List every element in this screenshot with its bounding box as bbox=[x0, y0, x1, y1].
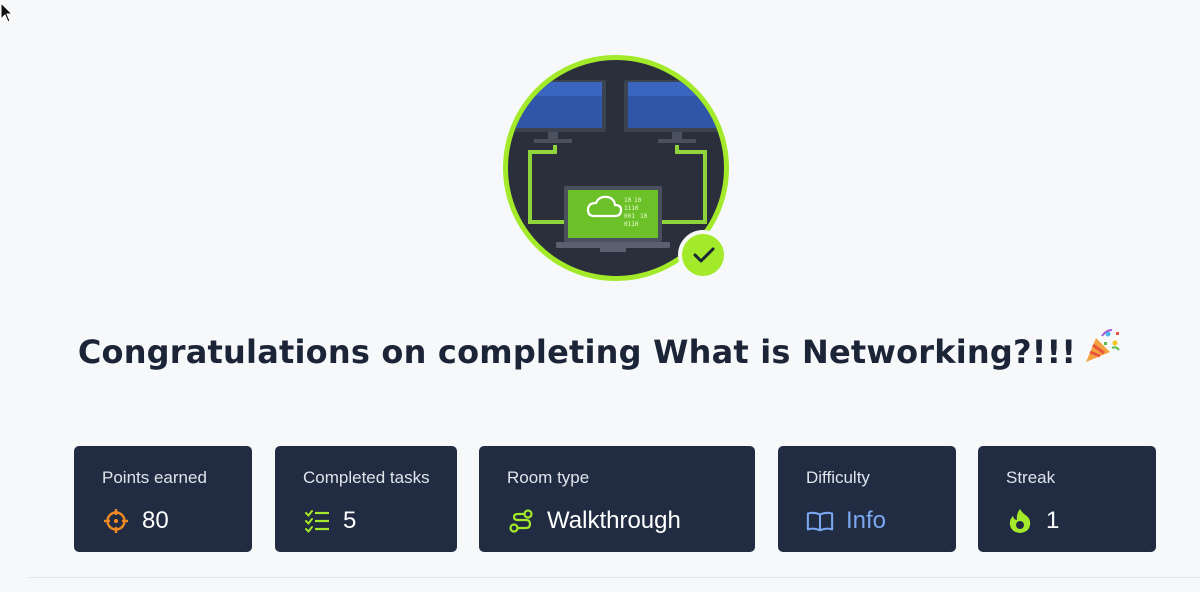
room-badge: 10 10 1110 001 0110 10 bbox=[500, 52, 732, 284]
svg-text:1110: 1110 bbox=[624, 205, 639, 212]
book-icon bbox=[806, 507, 834, 535]
svg-text:10: 10 bbox=[634, 197, 642, 204]
stat-value: 80 bbox=[142, 507, 169, 534]
svg-text:001: 001 bbox=[624, 213, 635, 220]
task-list-icon bbox=[303, 507, 331, 535]
stat-card-tasks: Completed tasks 5 bbox=[275, 446, 457, 552]
stat-title: Completed tasks bbox=[303, 468, 430, 487]
svg-text:0110: 0110 bbox=[624, 221, 639, 228]
stat-title: Room type bbox=[507, 468, 590, 487]
stat-card-streak: Streak 1 bbox=[978, 446, 1156, 552]
svg-text:10: 10 bbox=[640, 213, 648, 220]
completion-headline: Congratulations on completing What is Ne… bbox=[0, 329, 1200, 378]
stat-title: Points earned bbox=[102, 468, 207, 487]
check-icon bbox=[693, 247, 715, 263]
route-icon bbox=[507, 507, 535, 535]
mouse-cursor-icon bbox=[0, 2, 14, 23]
stat-value: 5 bbox=[343, 507, 357, 534]
stat-value: Walkthrough bbox=[547, 507, 681, 534]
svg-text:10: 10 bbox=[624, 197, 632, 204]
stat-title: Streak bbox=[1006, 468, 1056, 487]
room-stats: Points earned 80 Completed tasks bbox=[0, 446, 1200, 552]
stat-card-difficulty: Difficulty Info bbox=[778, 446, 956, 552]
divider bbox=[28, 577, 1200, 578]
stat-value: Info bbox=[846, 507, 887, 534]
stat-card-room-type: Room type Walkthrough bbox=[479, 446, 755, 552]
completed-badge bbox=[678, 230, 728, 280]
headline-text: Congratulations on completing What is Ne… bbox=[77, 333, 1077, 371]
stat-title: Difficulty bbox=[806, 468, 870, 487]
target-icon bbox=[102, 507, 130, 535]
flame-icon bbox=[1006, 507, 1034, 535]
stat-card-points: Points earned 80 bbox=[74, 446, 252, 552]
party-popper-icon bbox=[1082, 326, 1122, 374]
networking-room-badge: 10 10 1110 001 0110 10 bbox=[503, 55, 729, 281]
stat-value: 1 bbox=[1046, 507, 1060, 534]
